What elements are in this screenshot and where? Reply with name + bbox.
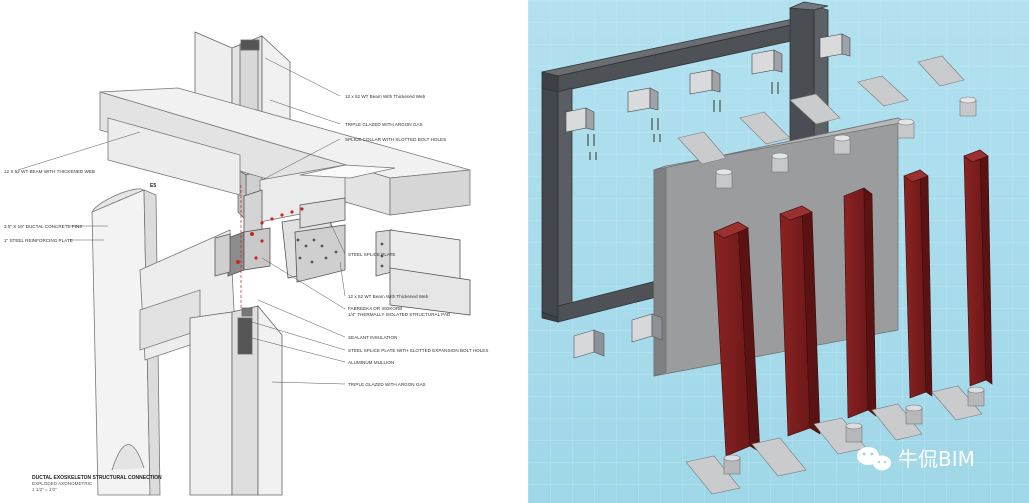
bottom-connector-plates bbox=[685, 385, 983, 495]
ductal-concrete-fin bbox=[91, 188, 236, 496]
label-steel-splice: STEEL SPLICE PLATE bbox=[348, 252, 396, 257]
frame-brackets bbox=[565, 33, 851, 133]
label-triple-glazed-top: TRIPLE GLAZED WITH ARGON GAS bbox=[345, 122, 423, 127]
loose-brackets bbox=[573, 313, 663, 359]
bottom-sleeves bbox=[723, 386, 985, 475]
label-beam-left: 12 X 52 WT BEAM WITH THICKENED WEB bbox=[4, 169, 95, 174]
label-splice-collar: SPLICE COLLAR WITH SLOTTED BOLT HOLES bbox=[345, 137, 446, 142]
wechat-icon bbox=[857, 447, 891, 471]
label-mullion: ALUMINUM MULLION bbox=[348, 360, 394, 365]
exploded-axonometric-svg: E5 12 x 52 WT Beam With Thickened Web TR… bbox=[4, 31, 488, 496]
label-splice-plate-slotted: STEEL SPLICE PLATE WITH SLOTTED EXPANSIO… bbox=[348, 348, 488, 353]
caption-subtitle: EXPLODED AXONOMETRIC bbox=[32, 481, 93, 486]
caption-scale: 1 1/2" = 1'0" bbox=[32, 487, 57, 492]
bim-model-svg: 牛侃BIM bbox=[528, 0, 1029, 503]
wt-beam-left bbox=[107, 117, 241, 196]
bim-exploded-model: 牛侃BIM bbox=[528, 0, 1029, 503]
bolt-markers bbox=[236, 207, 304, 264]
label-beam-lower: 12 x 52 WT Beam With Thickened Web bbox=[348, 294, 429, 299]
watermark: 牛侃BIM bbox=[857, 447, 975, 471]
label-fabreeka-1: FABREEKA OR ISOKORB bbox=[348, 306, 402, 311]
section-mark-e5: E5 bbox=[150, 183, 156, 189]
label-ductal-fins: 3.5" X 16" DUCTAL CONCRETE FINS bbox=[4, 224, 82, 229]
splice-plates bbox=[214, 189, 471, 316]
label-sealant: SEALANT INSULATION bbox=[348, 335, 397, 340]
fin-sleeves bbox=[715, 96, 977, 189]
leader-lines bbox=[17, 57, 346, 385]
label-triple-glazed-bottom: TRIPLE GLAZED WITH ARGON GAS bbox=[348, 382, 426, 387]
bolt-arrows bbox=[587, 82, 779, 160]
wt-beam-upper bbox=[99, 87, 471, 223]
label-fabreeka-2: 1/4" THERMALLY ISOLATED STRUCTURAL PAD bbox=[348, 312, 451, 317]
ductal-fins bbox=[713, 149, 993, 457]
caption-title: DUCTAL EXOSKELETON STRUCTURAL CONNECTION bbox=[32, 475, 162, 481]
label-steel-plate: 1" STEEL REINFORCING PLATE bbox=[4, 238, 73, 243]
watermark-text: 牛侃BIM bbox=[898, 447, 975, 471]
structural-connection-drawing: E5 12 x 52 WT Beam With Thickened Web TR… bbox=[4, 31, 489, 496]
bolt-heads bbox=[296, 238, 384, 268]
top-connector-plates bbox=[677, 55, 965, 165]
label-beam-top: 12 x 52 WT Beam With Thickened Web bbox=[345, 94, 426, 99]
lower-glazing-unit bbox=[189, 304, 283, 496]
